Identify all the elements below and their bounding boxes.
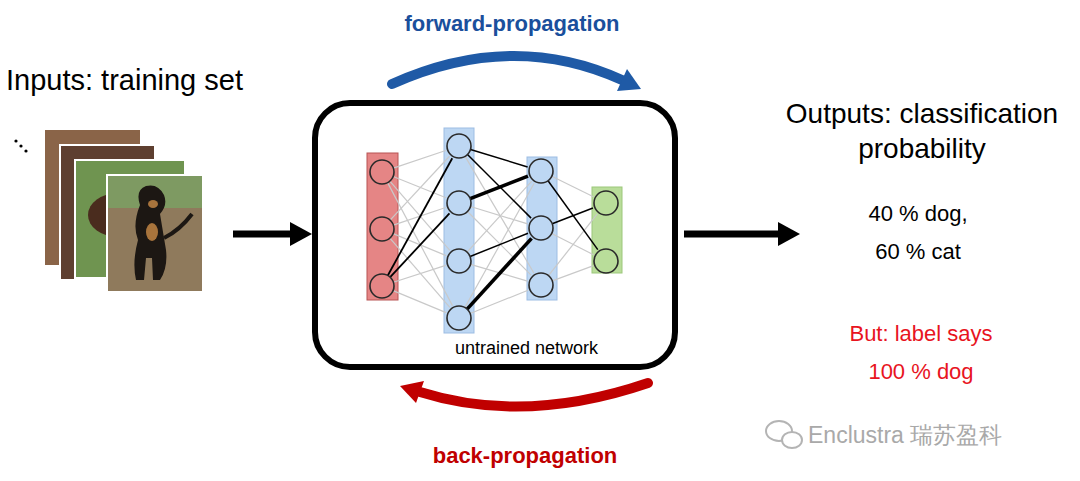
synapse-line: [393, 291, 446, 313]
synapse-line: [393, 150, 445, 168]
process-title: forward-propagation: [404, 10, 619, 38]
arrow-head: [617, 69, 641, 91]
synapse-line: [467, 154, 531, 218]
dog-chest: [146, 223, 158, 241]
ellipsis-dots: [14, 139, 27, 152]
neuron: [529, 216, 553, 240]
layer-band: [444, 128, 474, 333]
probability-value: 60 % cat: [875, 238, 961, 266]
neuron: [447, 306, 471, 330]
synapse-line: [470, 206, 527, 223]
neuron: [370, 217, 394, 241]
synapse-line: [388, 183, 453, 306]
dot: [19, 144, 22, 147]
neuron: [594, 249, 618, 273]
neuron: [370, 274, 394, 298]
arrow-head: [290, 222, 312, 246]
watermark: Enclustra 瑞苏盈科: [808, 421, 1002, 450]
layer-band: [367, 153, 398, 300]
arrow-head: [400, 381, 424, 403]
neuron: [447, 249, 471, 273]
synapse-line: [467, 181, 531, 252]
dog-tail: [164, 214, 192, 238]
synapse-line: [467, 211, 531, 275]
synapse-line: [467, 238, 531, 309]
backward-arrow: [420, 383, 648, 407]
synapse-line: [465, 156, 534, 273]
synapse-line: [470, 149, 527, 166]
label-note: 100 % dog: [868, 358, 973, 386]
process-title: back-propagation: [433, 442, 618, 470]
synapse-line: [390, 238, 450, 307]
dot: [24, 149, 27, 152]
synapse-line: [390, 213, 449, 277]
box-label: untrained network: [455, 338, 598, 360]
neuron: [370, 160, 394, 184]
output-heading: Outputs: classification probability: [772, 96, 1072, 166]
probability-value: 40 % dog,: [868, 200, 967, 228]
photo: [107, 175, 203, 292]
synapse-line: [393, 265, 445, 282]
neural-network: [367, 128, 622, 333]
layer-band: [527, 157, 557, 300]
synapse-line: [390, 156, 449, 220]
input-arrow: [233, 231, 292, 238]
neuron: [447, 191, 471, 215]
wechat-icon: [766, 421, 802, 448]
network-box: untrained network: [312, 100, 678, 370]
neuron: [594, 191, 618, 215]
layer-band: [592, 187, 622, 273]
dog-figure: [134, 185, 166, 280]
dot: [14, 139, 17, 142]
neuron: [529, 159, 553, 183]
input-heading: Inputs: training set: [6, 62, 243, 98]
neuron: [529, 273, 553, 297]
dog-muzzle: [148, 200, 158, 208]
synapse-line: [552, 266, 593, 281]
synapse-line: [548, 181, 598, 250]
synapse-line: [552, 233, 594, 254]
synapse-line: [388, 158, 452, 275]
arrow-head: [778, 222, 800, 246]
bubble: [782, 432, 802, 448]
forward-arrow: [392, 56, 622, 84]
neuron: [447, 134, 471, 158]
synapse-line: [552, 208, 593, 224]
label-note: But: label says: [849, 320, 992, 348]
training-images: [45, 130, 203, 292]
synapse-line: [470, 176, 528, 199]
output-arrow: [684, 231, 780, 238]
